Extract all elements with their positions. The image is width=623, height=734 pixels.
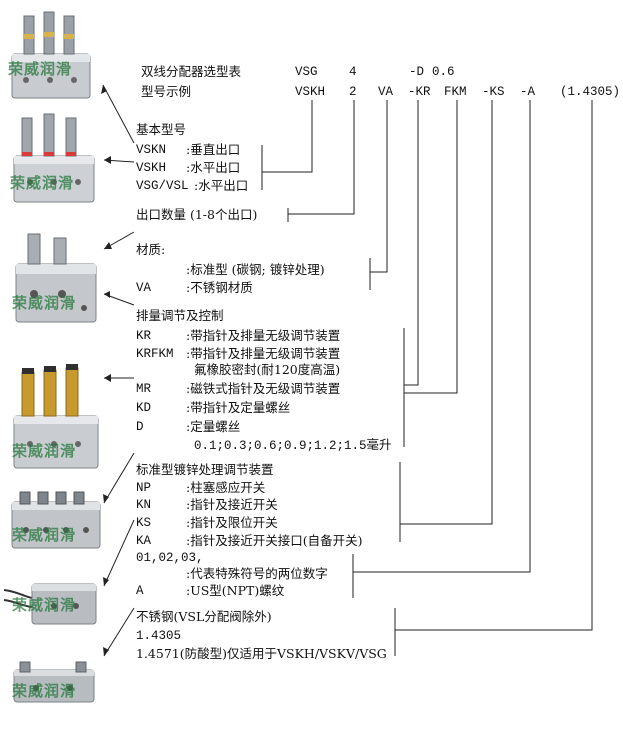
watermark: 荣威润滑 bbox=[8, 60, 73, 78]
stainless-title: 不锈钢(VSL分配阀除外) bbox=[136, 609, 272, 624]
basic-code: VSKH bbox=[136, 161, 167, 175]
standard-code: KN bbox=[136, 498, 152, 512]
distributor-mr-image bbox=[13, 364, 99, 469]
adjust-code: D bbox=[136, 420, 144, 434]
adjust-code: KD bbox=[136, 401, 152, 415]
adjust-code: KRFKM bbox=[136, 347, 174, 361]
standard-code: KA bbox=[136, 534, 152, 548]
model-example-label: 型号示例 bbox=[141, 84, 192, 99]
adjust-desc: :磁铁式指针及无级调节装置 bbox=[186, 381, 341, 396]
material-code: VA bbox=[136, 281, 152, 295]
watermark: 荣威润滑 bbox=[12, 442, 77, 460]
standard-desc: :代表特殊符号的两位数字 bbox=[186, 566, 328, 581]
watermark: 荣威润滑 bbox=[12, 596, 77, 614]
code-fkm: FKM bbox=[444, 85, 467, 99]
code-outlets: 2 bbox=[349, 85, 357, 99]
material-title: 材质: bbox=[136, 242, 166, 257]
adjust-desc: 氟橡胶密封(耐120度高温) bbox=[194, 362, 341, 377]
distributor-vskh-image bbox=[13, 113, 95, 203]
outlet-count: 出口数量 (1-8个出口) bbox=[136, 207, 258, 222]
special-codes: 01,02,03, bbox=[136, 551, 204, 565]
material-desc: :标准型 (碳钢; 镀锌处理) bbox=[186, 262, 325, 277]
code-ks: -KS bbox=[482, 85, 505, 99]
watermark: 荣威润滑 bbox=[12, 294, 77, 312]
standard-code: NP bbox=[136, 481, 152, 495]
distributor-switch-image bbox=[3, 583, 97, 625]
example-series: VSG bbox=[295, 65, 318, 79]
basic-desc: :水平出口 bbox=[194, 178, 249, 193]
adjust-code: KR bbox=[136, 329, 152, 343]
basic-desc: :水平出口 bbox=[186, 160, 241, 175]
watermark: 荣威润滑 bbox=[10, 174, 75, 192]
example-volume: 0.6 bbox=[432, 65, 455, 79]
basic-code: VSG/VSL bbox=[136, 179, 189, 193]
distributor-vsg-image bbox=[15, 233, 97, 323]
adjust-desc: :定量螺丝 bbox=[186, 419, 241, 434]
standard-code: A bbox=[136, 584, 144, 598]
standard-title: 标准型镀锌处理调节装置 bbox=[136, 462, 274, 477]
code-kr: -KR bbox=[408, 85, 431, 99]
code-va: VA bbox=[378, 85, 394, 99]
adjust-code: MR bbox=[136, 382, 152, 396]
material-desc: :不锈钢材质 bbox=[186, 280, 253, 295]
adjust-title: 排量调节及控制 bbox=[136, 308, 224, 323]
dose-volumes: 0.1;0.3;0.6;0.9;1.2;1.5毫升 bbox=[194, 439, 392, 453]
stainless-grade-acid: 1.4571(防酸型)仅适用于VSKH/VSKV/VSG bbox=[136, 646, 387, 661]
standard-desc: :US型(NPT)螺纹 bbox=[186, 583, 285, 598]
basic-desc: :垂直出口 bbox=[186, 142, 241, 157]
code-a: -A bbox=[520, 85, 536, 99]
code-material: (1.4305) bbox=[560, 85, 621, 99]
adjust-desc: :带指针及排量无级调节装置 bbox=[186, 328, 341, 343]
standard-desc: :指针及接近开关 bbox=[186, 497, 278, 512]
example-outlets: 4 bbox=[349, 65, 357, 79]
distributor-standard-image bbox=[11, 491, 101, 549]
basic-code: VSKN bbox=[136, 143, 167, 157]
watermark: 荣威润滑 bbox=[12, 682, 77, 700]
stainless-grade: 1.4305 bbox=[136, 629, 182, 643]
basic-model-title: 基本型号 bbox=[136, 122, 187, 137]
adjust-desc: :带指针及排量无级调节装置 bbox=[186, 346, 341, 361]
standard-code: KS bbox=[136, 516, 152, 530]
standard-desc: :指针及限位开关 bbox=[186, 515, 278, 530]
distributor-stainless-image bbox=[13, 661, 95, 703]
code-vskh: VSKH bbox=[295, 85, 326, 99]
distributor-vskn-image bbox=[11, 11, 91, 99]
watermark: 荣威润滑 bbox=[12, 526, 77, 544]
example-dose: -D bbox=[409, 65, 425, 79]
table-title: 双线分配器选型表 bbox=[141, 64, 242, 79]
standard-desc: :柱塞感应开关 bbox=[186, 480, 266, 495]
standard-desc: :指针及接近开关接口(自备开关) bbox=[186, 533, 363, 548]
adjust-desc: :带指针及定量螺丝 bbox=[186, 400, 291, 415]
